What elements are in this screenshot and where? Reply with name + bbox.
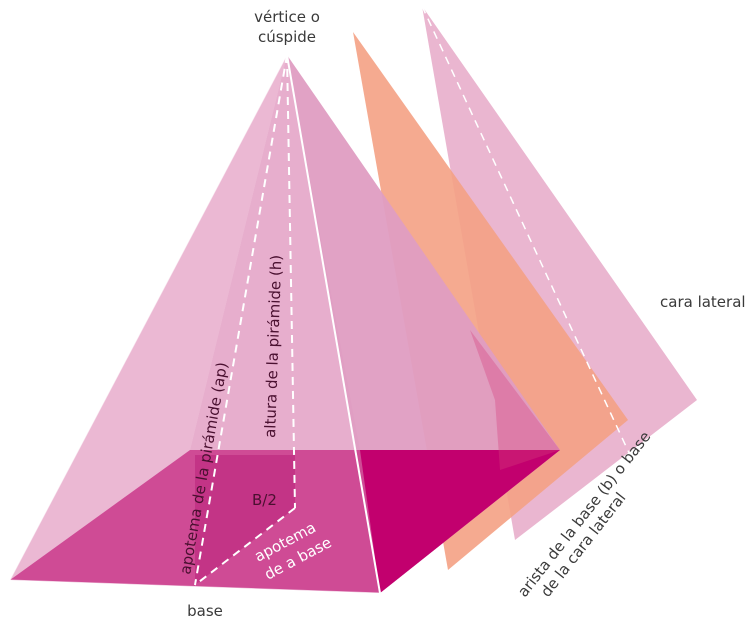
apex-label-line1: vértice o — [254, 8, 320, 26]
edge-front-right — [286, 54, 381, 594]
slant-apothem-line — [194, 54, 288, 586]
height-line — [286, 54, 296, 509]
edge-front-left — [9, 54, 288, 581]
half-base-region — [195, 455, 295, 585]
detached-lateral-face-orange — [353, 32, 628, 570]
detached-lateral-face-back — [422, 6, 697, 540]
apex-label-line2: cúspide — [258, 28, 316, 46]
half-base-label: B/2 — [252, 491, 277, 509]
pyramid-base-dark — [360, 450, 560, 593]
overlap-region — [470, 330, 560, 470]
back-face-dashed-line — [421, 5, 631, 456]
lateral-face-label: cara lateral — [660, 293, 746, 311]
edge-base-front — [9, 579, 381, 594]
base-label: base — [187, 602, 223, 620]
base-apothem-line — [194, 507, 296, 586]
